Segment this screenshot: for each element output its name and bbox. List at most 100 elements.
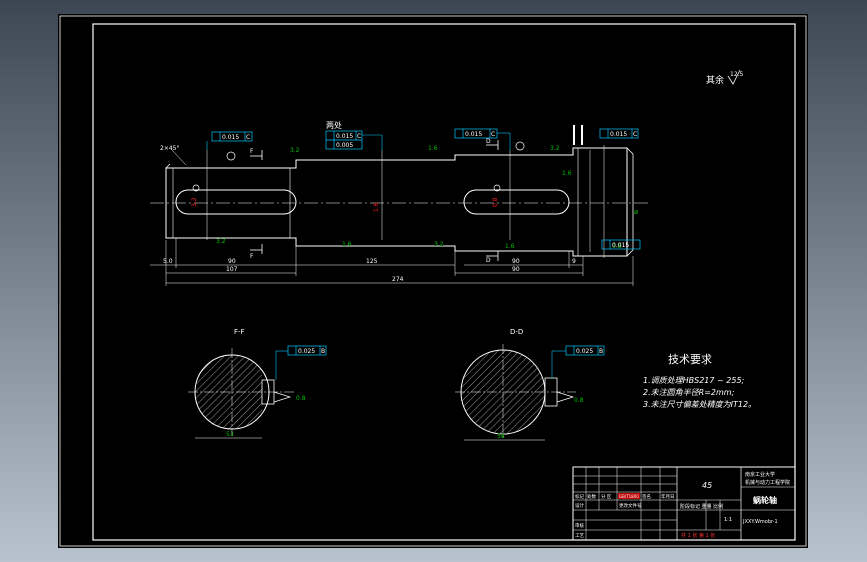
section-f-datum: B xyxy=(321,348,325,355)
row-label-signature: 签名 xyxy=(642,493,651,500)
dim-d6: 9 xyxy=(572,258,576,265)
diameter-mark-right: 0.8 xyxy=(492,197,499,207)
left-label-process: 工艺 xyxy=(575,533,584,539)
title-block: 45 南京工业大学 机械与动力工程学院 蜗轮轴 JXXY.Wmobr-1 阶段标… xyxy=(572,466,796,541)
title-drawing-no: JXXY.Wmobr-1 xyxy=(742,519,778,525)
chamfer-left-top xyxy=(165,163,171,169)
title-stage-row: 阶段标记 重量 比例 xyxy=(680,503,723,510)
tech-req-item-2: 2.未注圆角半径R=2mm; xyxy=(643,388,735,397)
dim-d3: 107 xyxy=(226,266,238,273)
tech-req-item-1: 1.调质处理HBS217 ~ 255; xyxy=(643,376,745,385)
drawing-canvas xyxy=(58,14,808,548)
section-view-f: F-F 0.8 53 0.025 B xyxy=(188,328,327,439)
dim-green-4: 1.6 xyxy=(505,243,515,250)
section-label-two-places: 两处 xyxy=(326,120,342,130)
left-label-design: 设计 xyxy=(575,502,584,509)
dim-green-1: 3.2 xyxy=(216,238,226,245)
tol-left-value: 0.015 xyxy=(222,134,239,141)
tol-mid-value-b: 0.005 xyxy=(336,142,353,149)
dim-green-5: 0.8 xyxy=(612,243,622,250)
dim-overall: 274 xyxy=(392,276,404,283)
title-material: 45 xyxy=(702,481,712,490)
datum-target-left xyxy=(226,151,236,161)
dim-green-9: 1.6 xyxy=(562,170,572,177)
chamfer-leader xyxy=(171,149,187,166)
keyway-left xyxy=(175,189,297,215)
surface-note-label: 其余 xyxy=(706,74,724,86)
section-cut-f-top: F xyxy=(250,148,263,160)
tol-right-value: 0.015 xyxy=(465,131,482,138)
technical-requirements: 技术要求 1.调质处理HBS217 ~ 255; 2.未注圆角半径R=2mm; … xyxy=(643,353,756,409)
keyway-center-mark-right xyxy=(493,184,501,192)
section-f-title: F-F xyxy=(234,328,245,336)
title-sheet-row: 共 1 张 第 1 张 xyxy=(681,532,715,539)
datum-target-right xyxy=(515,141,525,151)
section-cut-f-bottom: F xyxy=(250,244,263,260)
dim-d5: 90 xyxy=(512,258,520,265)
diameter-mark-mid: 1.6 xyxy=(373,202,380,212)
dim-d4: 125 xyxy=(366,258,378,265)
svg-text:F: F xyxy=(250,148,254,155)
row-label-date: 年月日 xyxy=(661,493,675,500)
tolerance-frame-left: 0.015 C xyxy=(206,131,253,150)
tol-mid-datum: C xyxy=(357,133,361,140)
dimension-chain: 5.0 90 107 125 90 9 90 274 xyxy=(150,238,634,286)
diameter-mark-left: 3.2 xyxy=(191,197,198,207)
tolerance-frame-right: 0.015 C xyxy=(454,128,511,150)
title-school-line2: 机械与动力工程学院 xyxy=(745,479,790,486)
dim-d5b: 90 xyxy=(512,266,520,273)
title-part-name: 蜗轮轴 xyxy=(753,495,777,505)
tol-far-right-value: 0.015 xyxy=(610,131,627,138)
svg-text:D: D xyxy=(486,138,491,145)
section-f-tolerance: 0.025 xyxy=(298,348,315,355)
keyway-center-mark-left xyxy=(192,184,200,192)
section-cut-d-bottom: D xyxy=(486,251,499,264)
row-label-count: 处数 xyxy=(587,493,596,500)
section-d-tolerance: 0.025 xyxy=(576,348,593,355)
title-scale: 1:1 xyxy=(724,517,732,523)
svg-text:D: D xyxy=(486,257,491,264)
tol-left-datum: C xyxy=(246,134,250,141)
section-f-roughness: 0.8 xyxy=(296,395,306,402)
tolerance-frame-mid: 0.015 C 0.005 xyxy=(325,130,383,150)
title-red-label: GB/T1800 xyxy=(619,494,639,499)
tech-req-title: 技术要求 xyxy=(668,353,712,366)
diameter-symbol-right: ⌀ xyxy=(634,208,638,216)
surface-roughness-value: 12.5 xyxy=(730,71,744,78)
tol-mid-value-a: 0.015 xyxy=(336,133,353,140)
surface-roughness-note: 其余 12.5 xyxy=(706,69,744,86)
collar-mark-2 xyxy=(581,125,583,145)
shaft-main-view: 3.2 1.6 0.8 3.2 1.6 3.2 1.6 0.8 3.2 1.6 … xyxy=(150,120,650,286)
svg-text:F: F xyxy=(250,253,254,260)
roughness-check-icon xyxy=(727,69,741,85)
keyway-right xyxy=(463,189,570,215)
left-label-review: 审核 xyxy=(575,522,584,529)
row-label-change-doc: 更改文件号 xyxy=(619,502,642,509)
section-d-datum: B xyxy=(599,348,603,355)
section-f-width: 53 xyxy=(226,431,234,438)
chamfer-right-top xyxy=(626,147,634,155)
outer-sheet-border xyxy=(59,15,807,547)
dim-green-6: 3.2 xyxy=(290,147,300,154)
dim-green-8: 3.2 xyxy=(550,145,560,152)
section-d-title: D-D xyxy=(510,328,523,336)
tech-req-item-3: 3.未注尺寸偏差处精度为IT12。 xyxy=(643,400,756,409)
red-stamp-box xyxy=(618,493,640,499)
tol-far-right-datum: C xyxy=(633,131,637,138)
section-cut-d-top: D xyxy=(486,138,499,150)
dim-green-2: 1.6 xyxy=(342,241,352,248)
row-label-zone: 分 区 xyxy=(601,493,612,500)
chamfer-right-bottom xyxy=(626,249,634,257)
chamfer-note: 2×45° xyxy=(160,145,179,152)
drawing-frame xyxy=(92,23,796,541)
row-label-mark: 标记 xyxy=(575,493,584,500)
section-d-roughness: 0.8 xyxy=(574,397,584,404)
tol-right-datum: C xyxy=(491,131,495,138)
dim-d2: 90 xyxy=(228,258,236,265)
tolerance-frame-far-right: 0.015 C xyxy=(599,128,639,139)
dim-green-3: 3.2 xyxy=(434,241,444,248)
dim-green-7: 1.6 xyxy=(428,145,438,152)
tol-lower-right-value: 0.015 xyxy=(612,242,629,249)
tolerance-frame-lower-right: 0.015 xyxy=(601,239,641,250)
